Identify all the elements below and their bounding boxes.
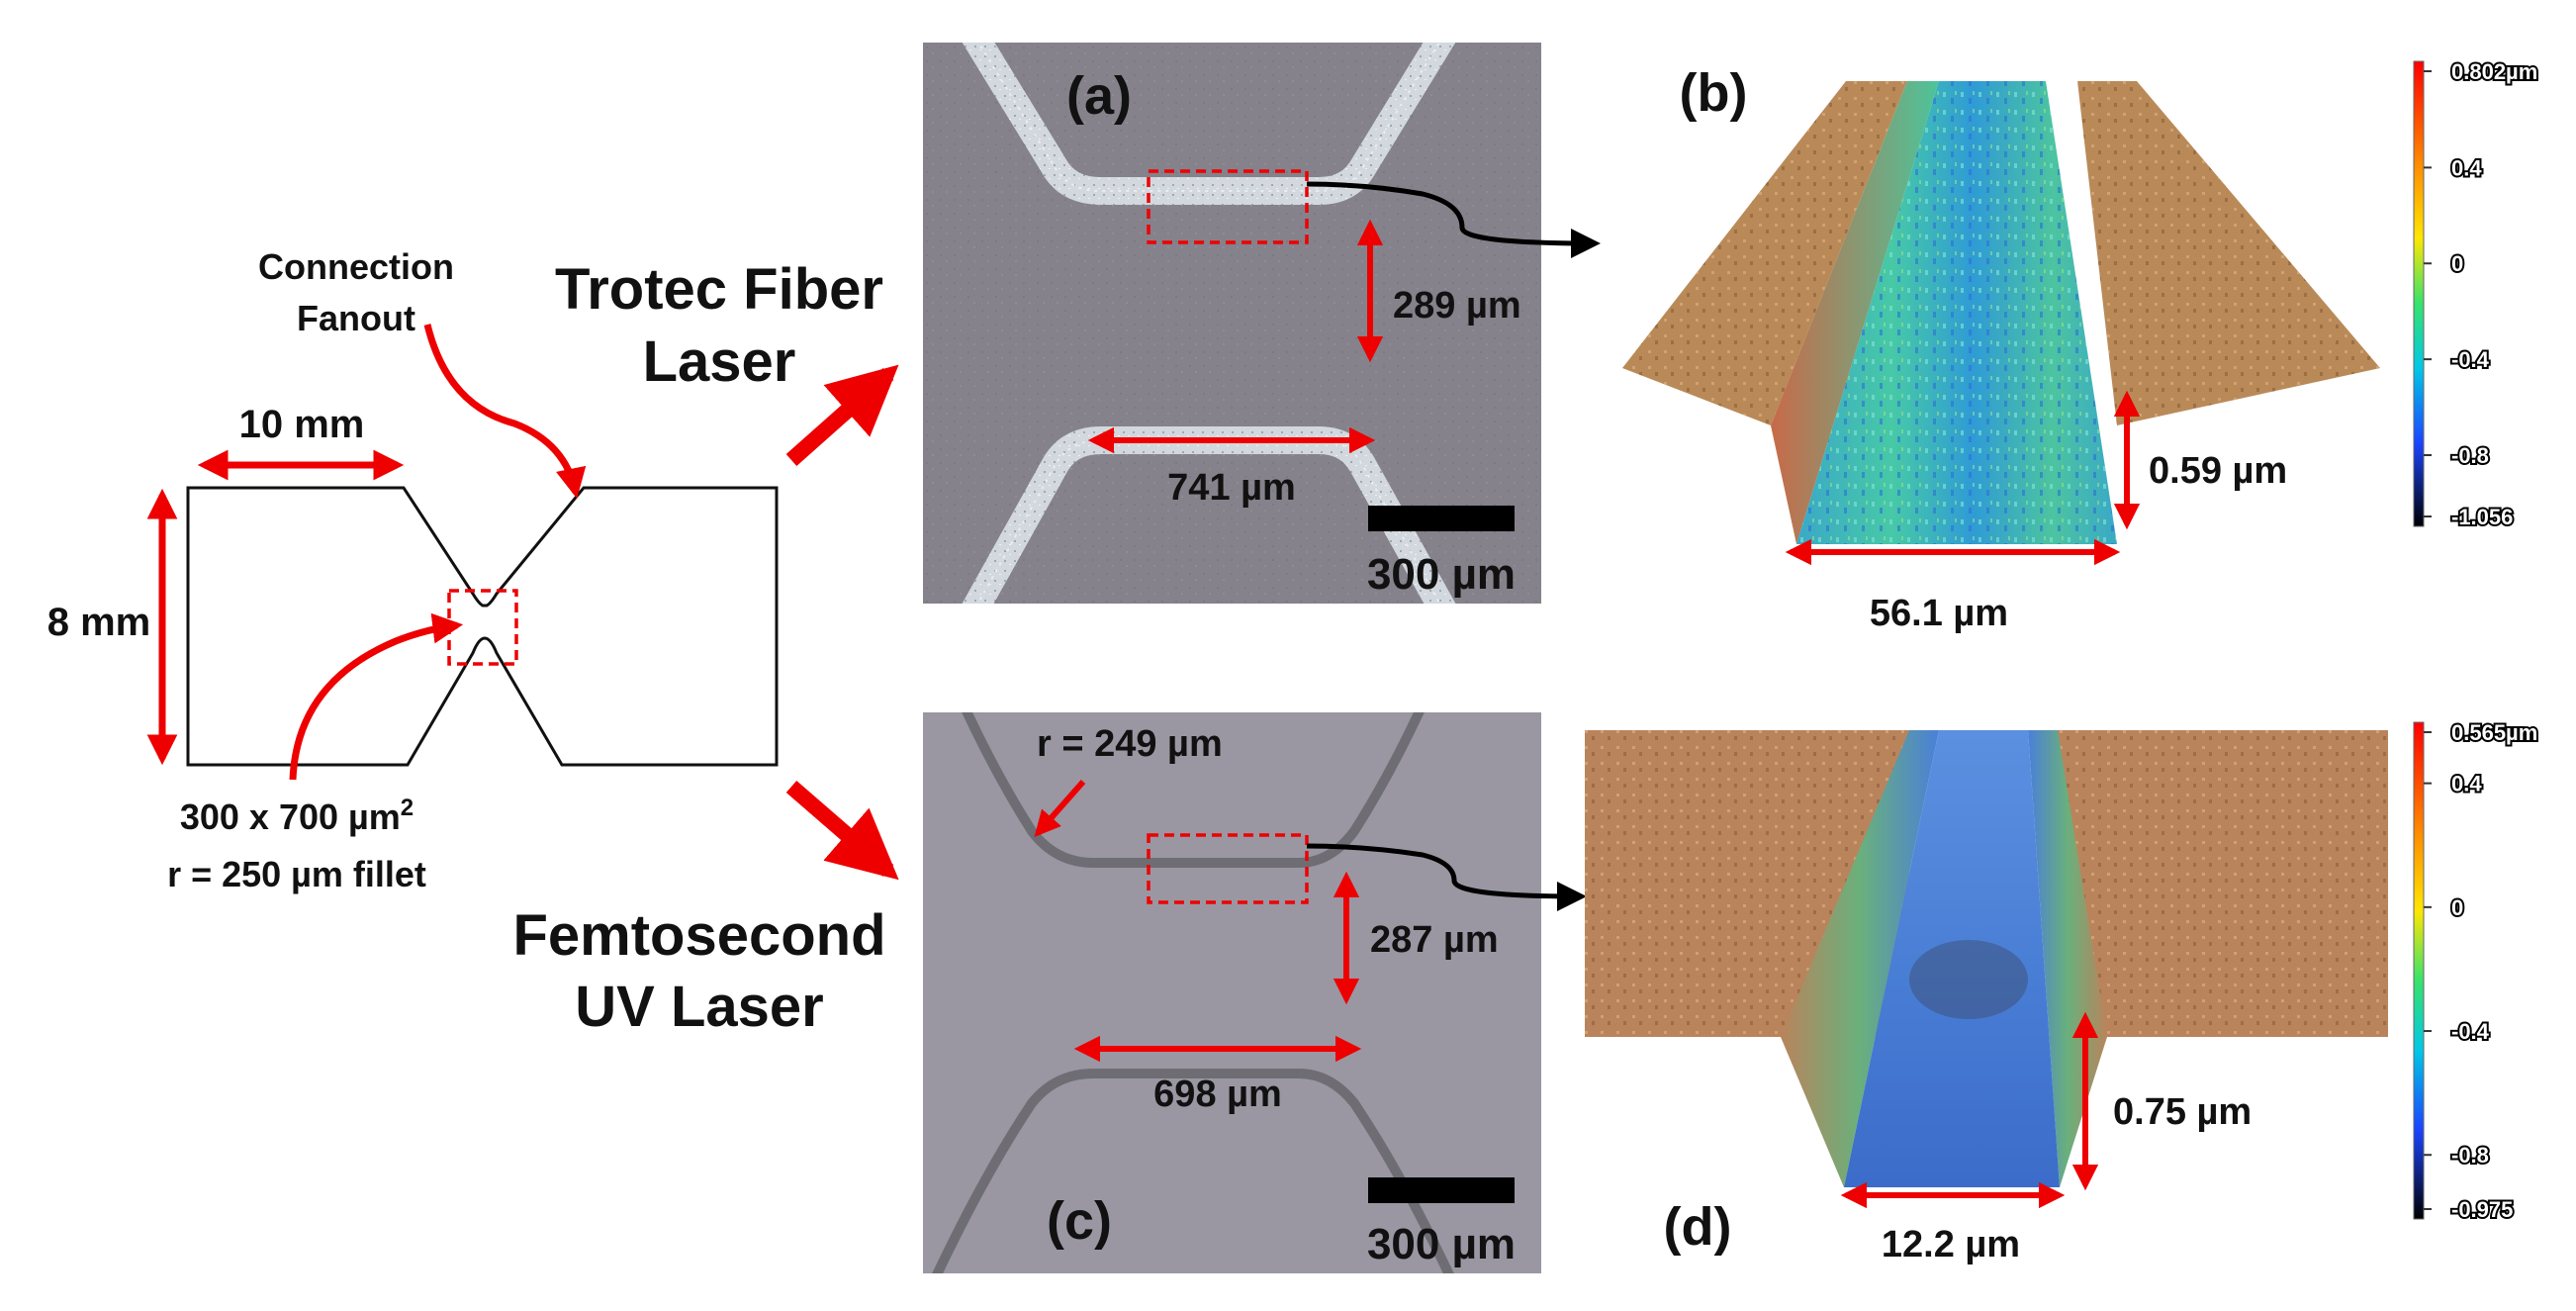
- colorbar-b-tick-label: -0.4: [2451, 347, 2490, 372]
- track-bottom-c: [932, 1069, 1454, 1273]
- fanout-label-line2: Fanout: [297, 298, 415, 338]
- depth-label-b: 0.59 µm: [2149, 450, 2287, 492]
- colorbar-d-tick-label: -0.4: [2451, 1019, 2490, 1044]
- femto-laser-label-line1: Femtosecond: [512, 903, 885, 968]
- scalebar-a: [1368, 506, 1515, 531]
- colorbar-b-tick-label: 0.802µm: [2451, 59, 2537, 84]
- constriction-dimensions-sup: 2: [401, 795, 414, 821]
- colorbar-b-tick-label: 0.4: [2451, 155, 2482, 180]
- fiber-laser-label-line1: Trotec Fiber: [555, 257, 883, 322]
- device-outline: [186, 486, 779, 767]
- width-label-d: 12.2 µm: [1882, 1224, 2020, 1265]
- colorbar-d-tick-label: -0.8: [2451, 1143, 2489, 1168]
- fiber-laser-label-line2: Laser: [643, 329, 796, 394]
- panel-tag-b: (b): [1680, 63, 1748, 123]
- scalebar-label-c: 300 µm: [1367, 1220, 1516, 1268]
- gap-label-c: 287 µm: [1370, 919, 1499, 961]
- colorbar-d: 0.565µm 0.4 0 -0.4 -0.8 -0.975: [2413, 718, 2539, 1224]
- colorbar-d-tick-label: 0: [2451, 895, 2463, 920]
- panel-d: 0.75 µm 12.2 µm (d) 0.565µm 0.4 0 -0.4 -0.8 -…: [1585, 718, 2539, 1265]
- colorbar-b: 0.802µm 0.4 0 -0.4 -0.8 -1.056: [2413, 57, 2539, 531]
- surface-b-top-left-texture: [1622, 81, 1907, 425]
- scalebar-label-a: 300 µm: [1367, 550, 1516, 599]
- colorbar-b-ticks: 0.802µm 0.4 0 -0.4 -0.8 -1.056: [2424, 57, 2539, 531]
- colorbar-d-gradient: [2413, 721, 2425, 1220]
- surface-b-wall-left: [1771, 81, 1939, 544]
- constriction-dimensions-base: 300 x 700 µm: [180, 796, 401, 837]
- colorbar-d-tick-label: 0.4: [2451, 772, 2482, 796]
- zoom-box-a: [1147, 169, 1309, 244]
- surface-b-top-right-texture: [2077, 81, 2380, 425]
- surface-d-wall-left: [1781, 730, 1939, 1187]
- connector-a-to-b: [1306, 181, 1601, 258]
- device-schematic: 10 mm 8 mm Connection Fanout 300 x 700 µ…: [47, 246, 779, 894]
- zoom-box: [447, 589, 518, 666]
- surface-d-trench: [1844, 730, 2060, 1187]
- label-8mm: 8 mm: [47, 601, 151, 644]
- surface-b-trench-texture: [1796, 81, 2117, 544]
- track-top-c: [962, 712, 1425, 868]
- label-10mm: 10 mm: [239, 403, 365, 446]
- width-label-a: 741 µm: [1167, 467, 1296, 509]
- depth-label-d: 0.75 µm: [2113, 1091, 2252, 1133]
- panel-b: (b) 0.59 µm 56.1 µm 0.802µm 0.4 0 -0.4 -0.8 -…: [1622, 57, 2539, 634]
- colorbar-d-ticks: 0.565µm 0.4 0 -0.4 -0.8 -0.975: [2424, 718, 2539, 1224]
- surface-d-top-right-texture: [2058, 730, 2388, 1037]
- colorbar-d-tick-label: -0.975: [2451, 1197, 2513, 1222]
- width-label-c: 698 µm: [1153, 1074, 1282, 1115]
- connector-c-to-d: [1306, 843, 1587, 911]
- colorbar-b-tick-label: 0: [2451, 251, 2463, 276]
- fillet-label: r = 250 µm fillet: [167, 854, 426, 894]
- fanout-pointer: [423, 324, 587, 500]
- constriction-pointer: [289, 612, 464, 781]
- gap-label-a: 289 µm: [1393, 285, 1521, 327]
- zoom-box-c: [1147, 833, 1309, 904]
- panel-c: r = 249 µm 287 µm 698 µm (c) 300 µm: [923, 712, 1587, 1273]
- scalebar-c: [1368, 1177, 1515, 1203]
- colorbar-b-tick-label: -0.8: [2451, 443, 2489, 468]
- fanout-label-line1: Connection: [258, 246, 454, 287]
- panel-tag-d: (d): [1664, 1197, 1732, 1257]
- panel-tag-c: (c): [1047, 1191, 1112, 1251]
- track-top-edge: [976, 43, 1441, 192]
- colorbar-d-tick-label: 0.565µm: [2451, 720, 2537, 745]
- method-labels: Trotec Fiber Laser Femtosecond UV Laser: [512, 257, 899, 1039]
- panel-tag-a: (a): [1066, 66, 1132, 126]
- radius-label-c: r = 249 µm: [1037, 723, 1223, 765]
- constriction-dimensions: 300 x 700 µm2: [180, 795, 414, 837]
- femto-laser-label-line2: UV Laser: [575, 975, 823, 1039]
- arrow-to-panel-c: [785, 780, 899, 881]
- colorbar-b-gradient: [2413, 60, 2425, 527]
- width-label-b: 56.1 µm: [1870, 593, 2008, 634]
- panel-a: (a) 289 µm 741 µm 300 µm: [923, 43, 1601, 604]
- colorbar-b-tick-label: -1.056: [2451, 505, 2513, 529]
- surface-d-dark-region: [1909, 940, 2028, 1019]
- radius-arrow-c: [1034, 780, 1086, 837]
- arrow-to-panel-a: [785, 364, 899, 466]
